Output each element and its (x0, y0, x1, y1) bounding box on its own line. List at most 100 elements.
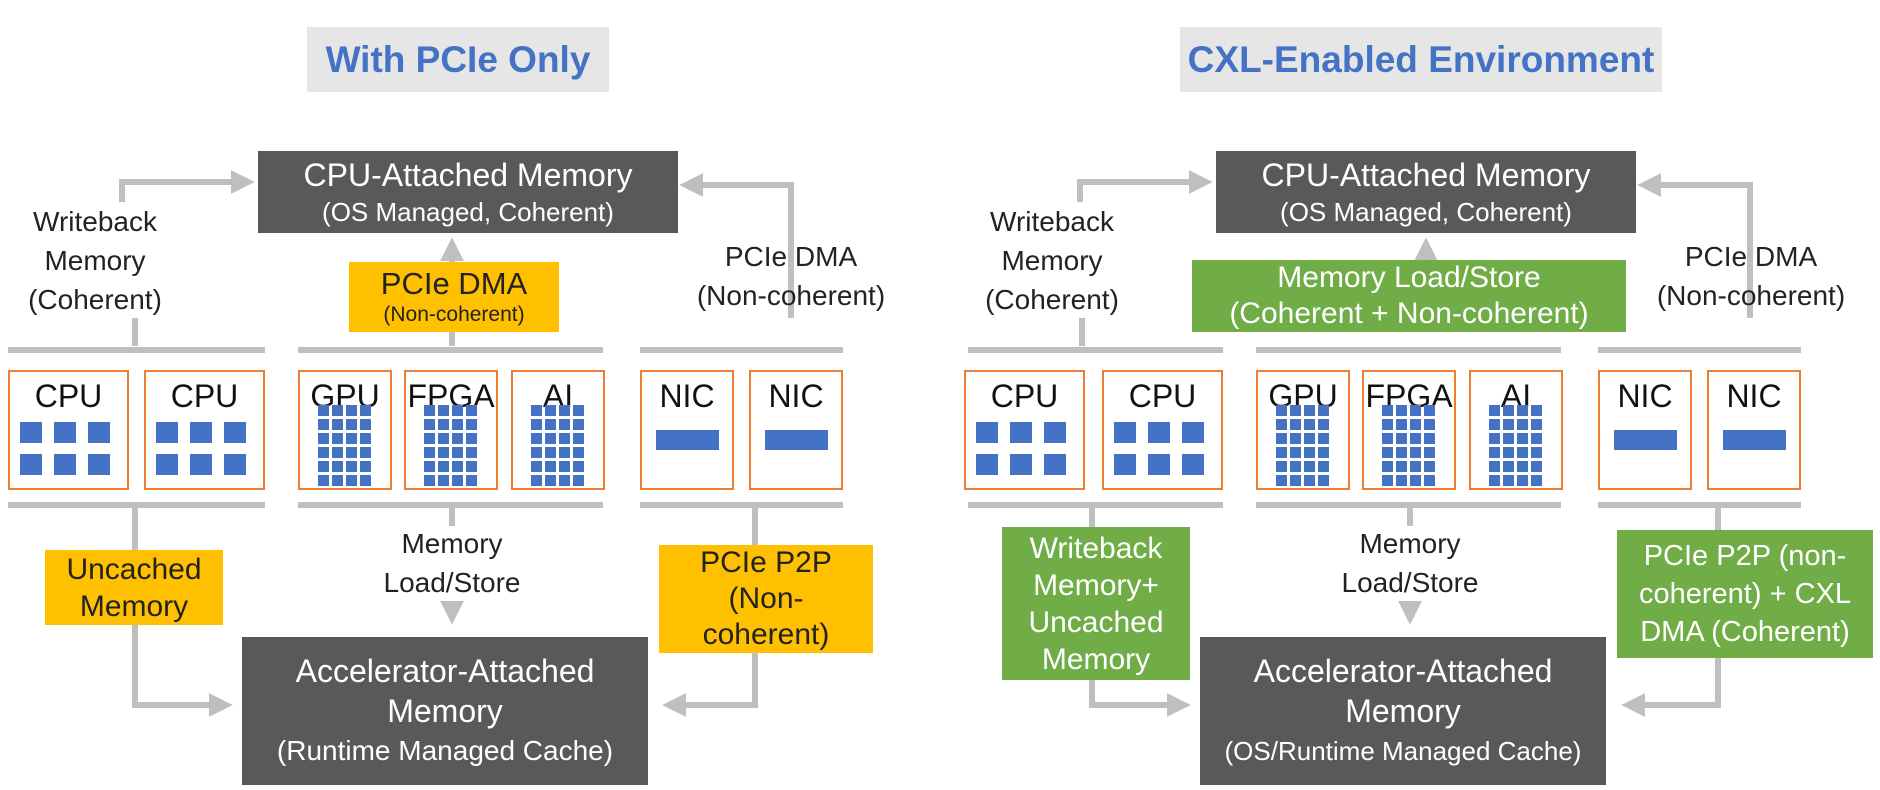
label-line: coherent) (702, 618, 830, 651)
uncached-memory-label: Uncached Memory (45, 550, 223, 625)
nic-device: NIC (749, 370, 843, 490)
core-grid (1114, 422, 1204, 475)
core-grid (1382, 405, 1435, 486)
label-line: Memory (79, 589, 189, 623)
acc-memory-line: Accelerator-Attached (295, 653, 595, 689)
cpu-memory-subtitle: (OS Managed, Coherent) (322, 197, 614, 227)
label-line: Writeback (1029, 531, 1163, 565)
acc-memory-line: Memory (387, 693, 503, 729)
nic-block (1614, 430, 1677, 450)
acc-memory-line: Accelerator-Attached (1253, 653, 1553, 689)
cpu-device: CPU (964, 370, 1085, 490)
device-label: CPU (34, 378, 103, 414)
core-grid (20, 422, 110, 475)
pcie-dma-noncoherent-label: PCIe DMA (Non-coherent) (666, 236, 916, 316)
device-label: NIC (1726, 378, 1782, 414)
device-label: NIC (768, 378, 824, 414)
label-line: (Non-coherent) (696, 280, 886, 311)
cpu-device: CPU (1102, 370, 1223, 490)
device-label: NIC (659, 378, 715, 414)
core-grid (976, 422, 1066, 475)
acc-memory-line: Memory (1345, 693, 1461, 729)
cpu-memory-title: CPU-Attached Memory (1261, 157, 1591, 193)
writeback-arrow (1077, 170, 1213, 202)
cpu-device: CPU (8, 370, 129, 490)
label-line: coherent) + CXL (1639, 578, 1851, 610)
label-line: Load/Store (1341, 567, 1479, 598)
accelerator-attached-memory-box: Accelerator-Attached Memory (Runtime Man… (242, 637, 648, 785)
pcie-dma-right-arrow (679, 173, 794, 318)
cpu-device: CPU (144, 370, 265, 490)
label-line: Memory (401, 528, 503, 559)
acc-memory-line: (Runtime Managed Cache) (276, 735, 614, 766)
label-line: Load/Store (383, 567, 521, 598)
acc-memory-line: (OS/Runtime Managed Cache) (1224, 736, 1582, 766)
label-line: Writeback (33, 205, 157, 237)
memory-load-store-label: Memory Load/Store (352, 523, 552, 603)
label-line: Memory (44, 244, 146, 276)
device-label: CPU (170, 378, 239, 414)
label-line: DMA (Coherent) (1640, 616, 1850, 648)
nic-device: NIC (640, 370, 734, 490)
label-line: PCIe DMA (724, 241, 858, 272)
label-line: (Non- (728, 582, 804, 615)
label-line: Memory Load/Store (1277, 261, 1541, 294)
pcie-p2p-label: PCIe P2P (Non- coherent) (659, 545, 873, 653)
core-grid (156, 422, 246, 475)
core-grid (424, 405, 477, 486)
ai-device: AI (1469, 370, 1563, 490)
device-label: FPGA (1365, 378, 1453, 414)
label-line: Memory+ (1033, 568, 1159, 602)
right-panel-title: CXL-Enabled Environment (1180, 27, 1662, 92)
label-line: (Coherent) (28, 283, 162, 315)
nic-block (1723, 430, 1786, 450)
writeback-memory-label: Writeback Memory (Coherent) (972, 202, 1132, 318)
pcie-dma-label: PCIe DMA (Non-coherent) (349, 262, 559, 332)
nic-device: NIC (1707, 370, 1801, 490)
device-label: FPGA (407, 378, 495, 414)
memory-load-store-label: Memory Load/Store (1310, 523, 1510, 603)
pcie-dma-right-arrow (1637, 173, 1753, 318)
core-grid (1276, 405, 1329, 486)
device-label: NIC (1617, 378, 1673, 414)
label-line: Writeback (990, 205, 1114, 237)
memory-load-store-cxl-label: Memory Load/Store (Coherent + Non-cohere… (1192, 260, 1626, 332)
core-grid (318, 405, 371, 486)
gpu-device: GPU (298, 370, 392, 490)
cpu-attached-memory-box: CPU-Attached Memory (OS Managed, Coheren… (258, 151, 678, 233)
label-line: PCIe P2P (non- (1643, 540, 1847, 572)
accelerator-attached-memory-box: Accelerator-Attached Memory (OS/Runtime … (1200, 637, 1606, 785)
label-line: (Coherent) (985, 283, 1119, 315)
writeback-arrow (119, 170, 255, 202)
writeback-uncached-memory-label: Writeback Memory+ Uncached Memory (1002, 527, 1190, 680)
left-panel-title: With PCIe Only (307, 27, 609, 92)
label-line: Memory (1001, 244, 1103, 276)
gpu-device: GPU (1256, 370, 1350, 490)
label-line: Memory (1041, 642, 1151, 676)
cpu-memory-title: CPU-Attached Memory (303, 157, 633, 193)
label-line: (Non-coherent) (383, 303, 525, 326)
label-line: Memory (1359, 528, 1461, 559)
core-grid (1489, 405, 1542, 486)
ai-device: AI (511, 370, 605, 490)
label-line: (Non-coherent) (1656, 280, 1846, 311)
nic-device: NIC (1598, 370, 1692, 490)
nic-block (656, 430, 719, 450)
core-grid (531, 405, 584, 486)
device-label: CPU (1128, 378, 1197, 414)
label-line: PCIe P2P (700, 546, 832, 579)
cpu-attached-memory-box: CPU-Attached Memory (OS Managed, Coheren… (1216, 151, 1636, 233)
label-line: PCIe DMA (380, 266, 528, 301)
fpga-device: FPGA (1362, 370, 1456, 490)
label-line: (Coherent + Non-coherent) (1229, 297, 1589, 330)
nic-block (765, 430, 828, 450)
label-line: Uncached (66, 552, 202, 586)
device-label: CPU (990, 378, 1059, 414)
fpga-device: FPGA (404, 370, 498, 490)
cpu-memory-subtitle: (OS Managed, Coherent) (1280, 197, 1572, 227)
pcie-p2p-cxl-dma-label: PCIe P2P (non- coherent) + CXL DMA (Cohe… (1617, 530, 1873, 658)
label-line: PCIe DMA (1684, 241, 1818, 272)
pcie-dma-noncoherent-label: PCIe DMA (Non-coherent) (1626, 236, 1876, 316)
label-line: Uncached (1028, 605, 1164, 639)
